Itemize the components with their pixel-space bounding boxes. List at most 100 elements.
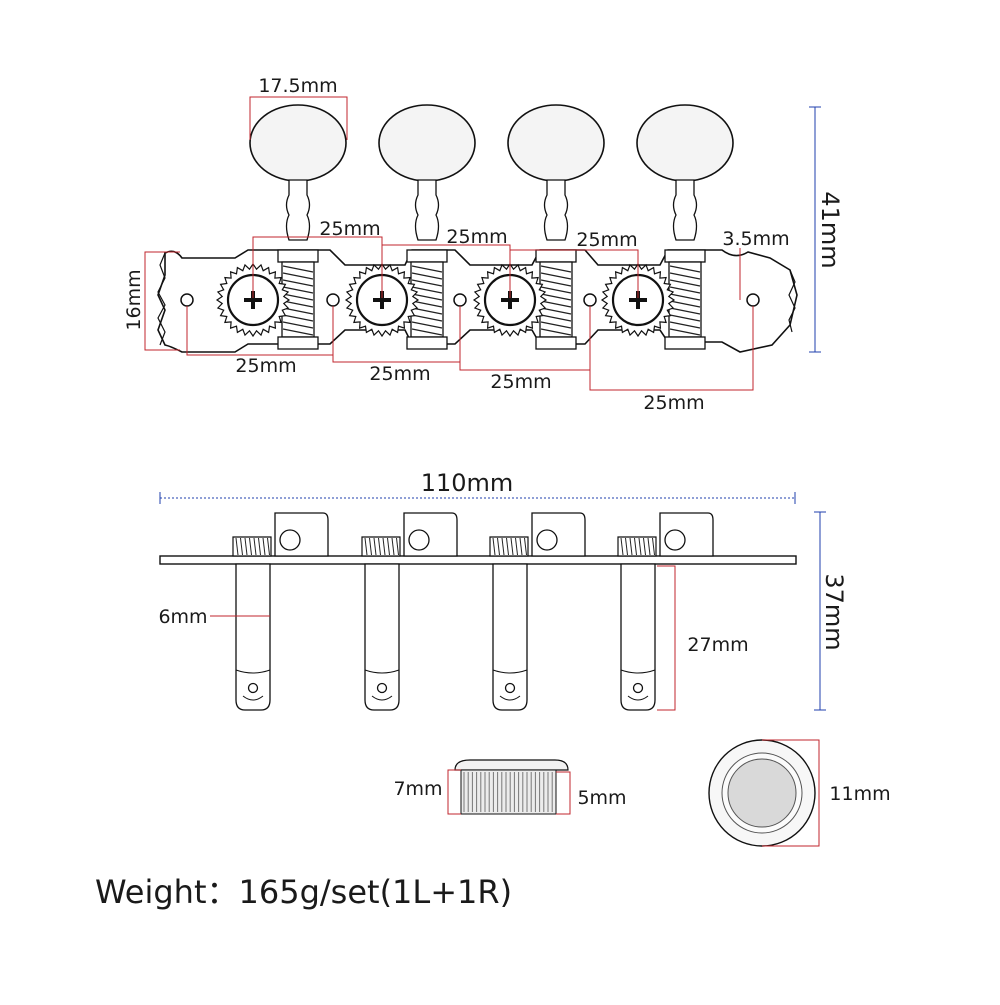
- roller-knurl: [258, 537, 261, 556]
- side-roller-3: [489, 536, 529, 557]
- top-left-scallop: [157, 252, 166, 346]
- side-bracket-hole-3: [536, 529, 558, 551]
- worm-thread: [411, 293, 443, 301]
- worm-thread: [411, 272, 443, 280]
- worm-thread: [411, 300, 443, 308]
- dim-bushing-bottom-line: [556, 771, 571, 815]
- worm-thread: [540, 328, 572, 336]
- dim-cap-diameter-line: [762, 739, 820, 847]
- worm-thread: [282, 314, 314, 322]
- side-unit-2: [361, 512, 458, 711]
- side-roller-1: [232, 536, 272, 557]
- roller-knurl: [396, 537, 399, 556]
- roller-knurl: [369, 537, 372, 556]
- worm-bottom-cap-3: [535, 336, 577, 350]
- label-spacing-bottom-4: 25mm: [643, 392, 704, 414]
- roller-knurl: [387, 537, 390, 556]
- label-spacing-top-1: 25mm: [319, 218, 380, 240]
- dim-button-width-line: [249, 96, 348, 140]
- worm-thread: [669, 328, 701, 336]
- roller-knurl: [643, 537, 646, 556]
- top-view-drawing: [157, 104, 798, 353]
- post-groove-2: [364, 669, 400, 674]
- tuner-unit-1: [215, 104, 347, 350]
- side-unit-1: [232, 512, 329, 711]
- worm-thread: [669, 293, 701, 301]
- worm-thread: [282, 321, 314, 329]
- worm-bottom-cap-2: [406, 336, 448, 350]
- worm-thread: [540, 293, 572, 301]
- roller-knurl: [515, 537, 518, 556]
- worm-thread: [411, 328, 443, 336]
- roller-knurl: [638, 537, 642, 556]
- worm-thread: [540, 321, 572, 329]
- tuner-button-4: [636, 104, 734, 182]
- post-tip-1: [242, 695, 264, 701]
- worm-thread: [540, 300, 572, 308]
- label-button-width: 17.5mm: [258, 75, 337, 97]
- worm-thread: [669, 272, 701, 280]
- post-groove-3: [492, 669, 528, 674]
- post-tip-4: [627, 695, 649, 701]
- tuner-button-1: [249, 104, 347, 182]
- worm-thread: [669, 286, 701, 294]
- worm-thread: [540, 286, 572, 294]
- string-post-2: [364, 563, 400, 711]
- worm-thread: [669, 314, 701, 322]
- tuner-button-2: [378, 104, 476, 182]
- post-hole-4: [632, 682, 644, 694]
- label-total-length-110: 110mm: [421, 469, 514, 497]
- side-roller-2: [361, 536, 401, 557]
- weight-label: Weight：165g/set(1L+1R): [95, 873, 512, 911]
- roller-knurl: [253, 537, 257, 556]
- worm-thread: [282, 307, 314, 315]
- worm-top-cap-3: [535, 249, 577, 263]
- worm-thread: [282, 286, 314, 294]
- roller-knurl: [506, 537, 509, 556]
- label-total-height-37: 37mm: [820, 573, 848, 650]
- dim-total-height-41: [809, 106, 821, 353]
- dim-spacing-top-3-line: [509, 249, 639, 298]
- label-bushing-top: 7mm: [393, 778, 442, 800]
- side-roller-4: [617, 536, 657, 557]
- roller-knurl: [524, 537, 527, 556]
- label-spacing-bottom-1: 25mm: [235, 355, 296, 377]
- worm-top-cap-1: [277, 249, 319, 263]
- worm-thread: [282, 279, 314, 287]
- worm-thread: [540, 265, 572, 273]
- bushing-drawing: [447, 759, 571, 815]
- post-hole-2: [376, 682, 388, 694]
- side-unit-4: [617, 512, 714, 711]
- post-hole-3: [504, 682, 516, 694]
- worm-thread: [540, 307, 572, 315]
- roller-knurl: [244, 537, 248, 556]
- string-post-1: [235, 563, 271, 711]
- roller-knurl: [382, 537, 386, 556]
- worm-thread: [411, 307, 443, 315]
- post-groove-1: [235, 669, 271, 674]
- worm-thread: [669, 265, 701, 273]
- worm-thread: [282, 293, 314, 301]
- side-bracket-hole-2: [408, 529, 430, 551]
- tuner-shaft-3: [543, 179, 569, 241]
- tuner-shaft-4: [672, 179, 698, 241]
- worm-thread: [411, 265, 443, 273]
- string-post-4: [620, 563, 656, 711]
- mount-hole-5: [746, 293, 760, 307]
- roller-knurl: [510, 537, 514, 556]
- roller-knurl: [497, 537, 500, 556]
- bushing-flange: [454, 759, 569, 771]
- worm-thread: [282, 272, 314, 280]
- label-bushing-bottom: 5mm: [577, 787, 626, 809]
- roller-knurl: [235, 537, 239, 556]
- dim-total-height-37: [814, 511, 826, 711]
- label-spacing-bottom-2: 25mm: [369, 363, 430, 385]
- worm-thread: [282, 328, 314, 336]
- label-plate-height: 16mm: [123, 269, 145, 330]
- roller-knurl: [373, 537, 377, 556]
- worm-thread: [411, 314, 443, 322]
- worm-bottom-cap-4: [664, 336, 706, 350]
- post-hole-1: [247, 682, 259, 694]
- roller-knurl: [391, 537, 395, 556]
